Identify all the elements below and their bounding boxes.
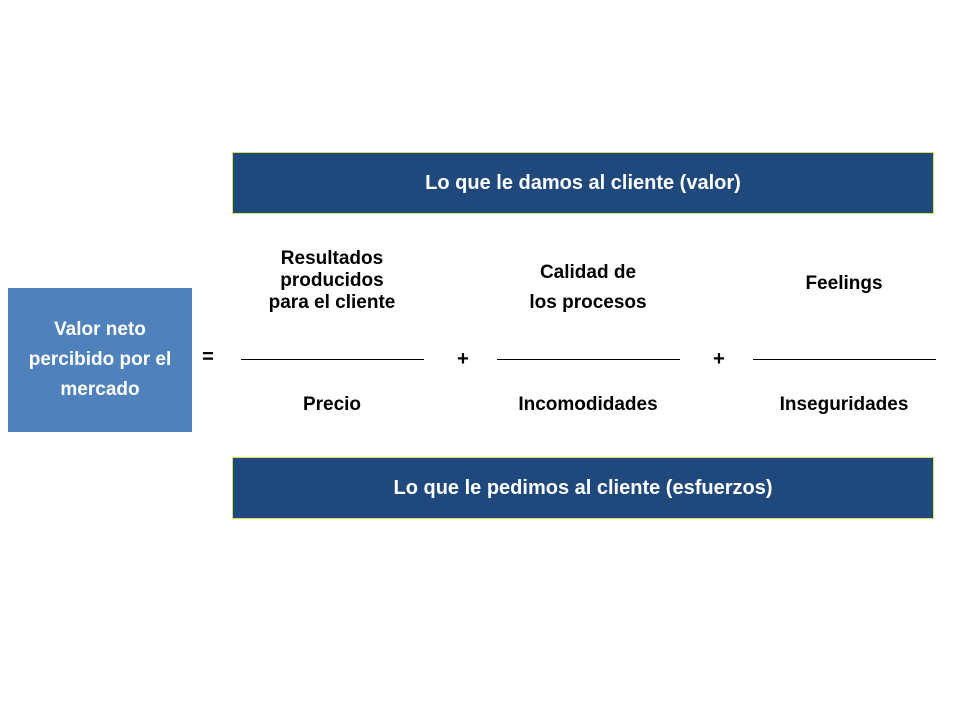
effort-banner-label: Lo que le pedimos al cliente (esfuerzos) xyxy=(393,476,773,499)
fraction-3-denominator: Inseguridades xyxy=(779,394,909,415)
fraction-2-bar xyxy=(497,359,680,360)
equals-sign: = xyxy=(202,346,214,368)
fraction-3-numerator: Feelings xyxy=(805,273,883,294)
fraction-2-numerator: Calidad de los procesos xyxy=(529,262,647,313)
value-banner-label: Lo que le damos al cliente (valor) xyxy=(425,171,741,194)
effort-banner: Lo que le pedimos al cliente (esfuerzos) xyxy=(232,457,934,519)
plus-sign-2: + xyxy=(713,348,725,370)
fraction-1-numerator: Resultados producidos para el cliente xyxy=(268,248,396,313)
plus-sign-1: + xyxy=(457,348,469,370)
net-value-label: Valor neto percibido por el mercado xyxy=(28,319,172,400)
fraction-3-bar xyxy=(753,359,936,360)
value-banner: Lo que le damos al cliente (valor) xyxy=(232,152,934,214)
fraction-1-denominator: Precio xyxy=(302,394,362,415)
net-value-box: Valor neto percibido por el mercado xyxy=(8,288,192,432)
fraction-1-bar xyxy=(241,359,424,360)
fraction-2-denominator: Incomodidades xyxy=(518,394,658,415)
